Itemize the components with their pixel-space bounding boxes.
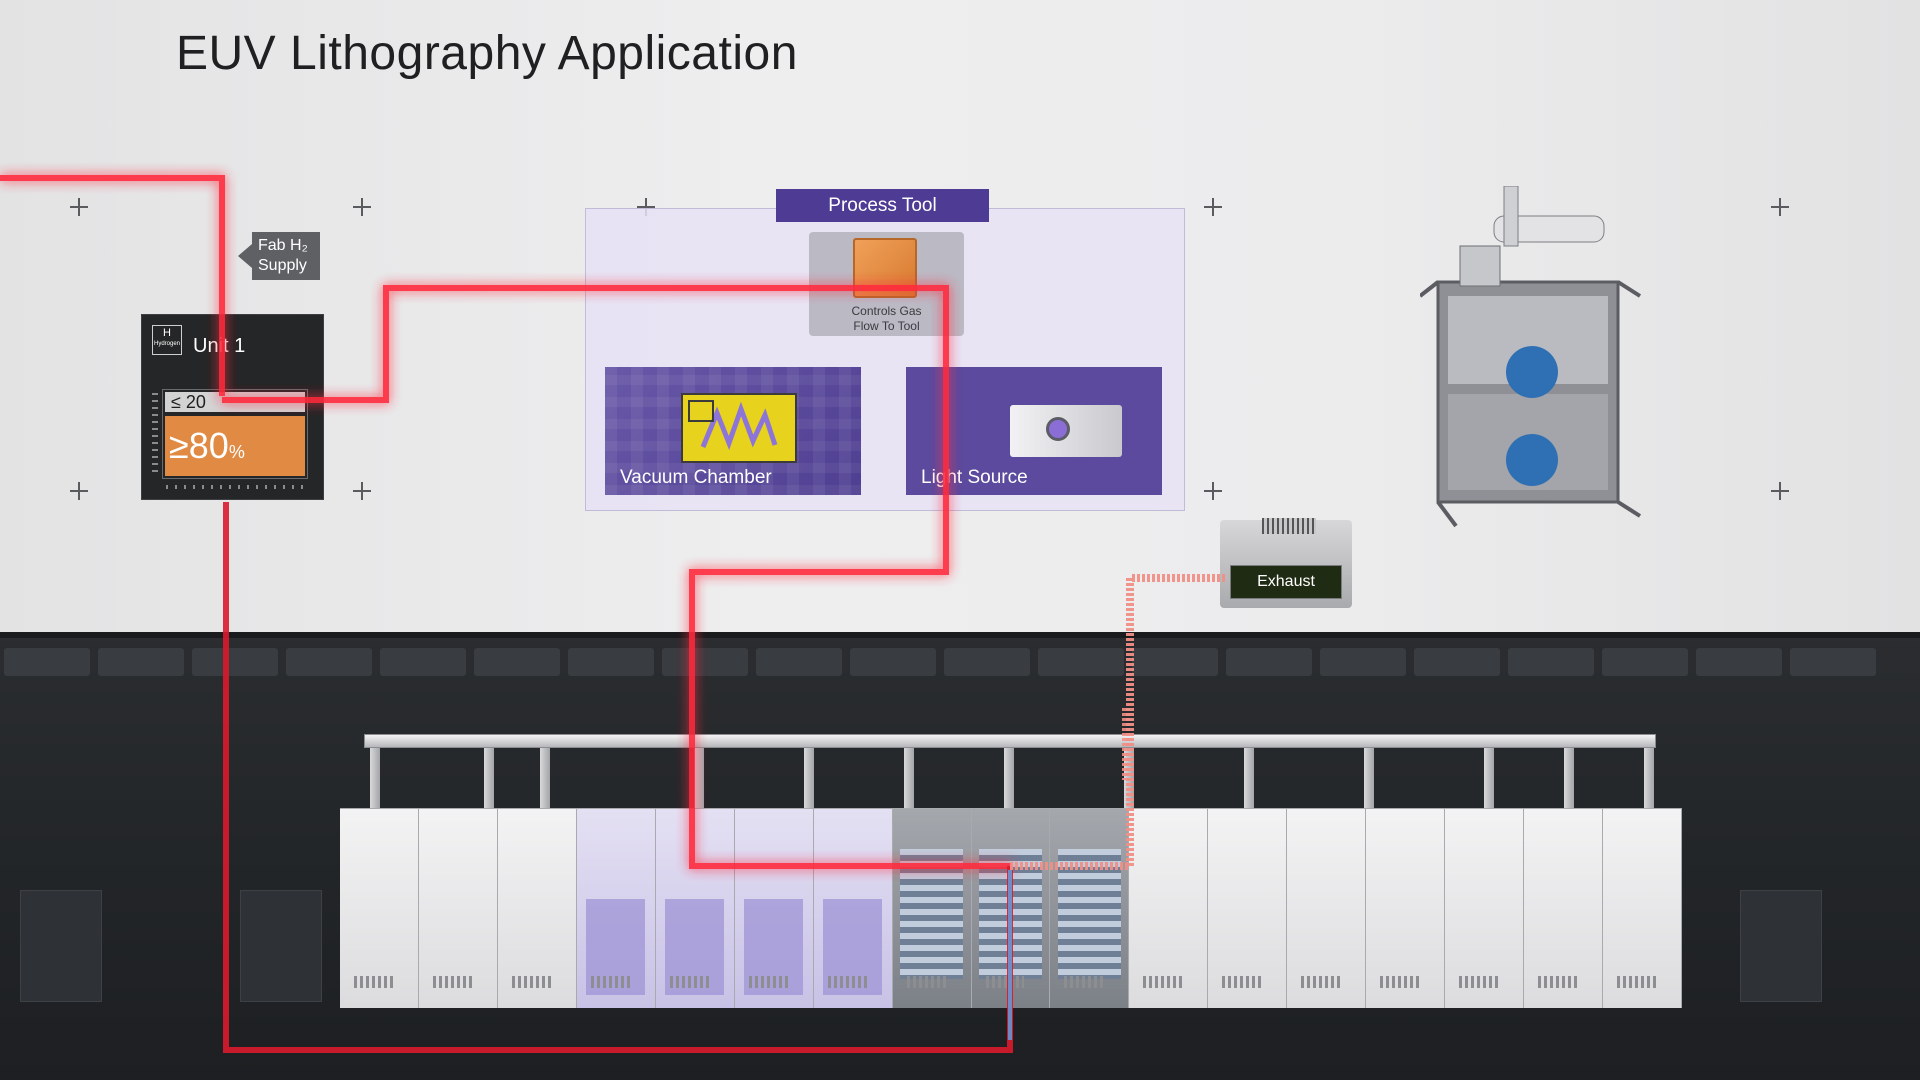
fab-supply-line [0, 178, 222, 396]
unit-to-tool-line [222, 288, 1012, 866]
return-line [226, 502, 1010, 1050]
exhaust-line [1010, 578, 1226, 866]
